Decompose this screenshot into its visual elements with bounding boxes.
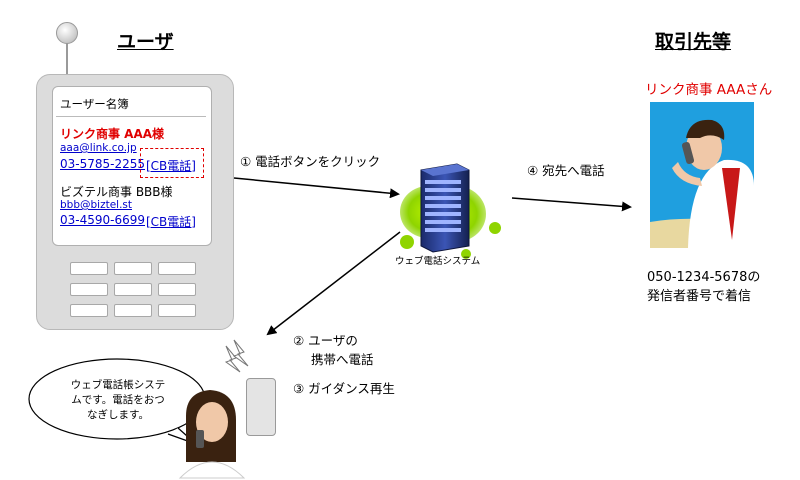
keypad-key bbox=[70, 262, 108, 275]
speech-bubble-line2: ムです。電話をおつ bbox=[71, 394, 165, 406]
signal-bolt-icon bbox=[224, 339, 249, 373]
callee-name: リンク商事 AAAさん bbox=[645, 82, 773, 98]
contact-1-tel-link[interactable]: 03-5785-2255 bbox=[60, 157, 146, 171]
woman-on-phone-icon bbox=[178, 390, 246, 479]
speech-bubble-line3: なぎします。 bbox=[87, 409, 149, 421]
phone-antenna bbox=[66, 40, 68, 80]
phonebook-title: ユーザー名簿 bbox=[60, 97, 129, 111]
speech-bubble-text: ウェブ電話帳システ ムです。電話をおつ なぎします。 bbox=[54, 378, 182, 423]
user-heading: ユーザ bbox=[117, 31, 174, 53]
arrow-server-to-callee bbox=[511, 197, 632, 212]
keypad-key bbox=[70, 304, 108, 317]
arrow-click-to-server bbox=[233, 177, 400, 199]
keypad-key bbox=[70, 283, 108, 296]
step-1-label: ① 電話ボタンをクリック bbox=[240, 154, 381, 169]
phonebook-divider bbox=[56, 116, 206, 117]
server-icon bbox=[400, 163, 501, 259]
contact-2-tel-link[interactable]: 03-4590-6699 bbox=[60, 213, 146, 227]
mobile-phone-icon bbox=[246, 378, 276, 436]
step-2-label-line1: ② ユーザの bbox=[293, 333, 358, 348]
phone-antenna-tip bbox=[56, 22, 78, 44]
callee-caption-line1: 050-1234-5678の bbox=[647, 270, 761, 285]
contact-2-email-link[interactable]: bbb@biztel.st bbox=[60, 199, 133, 211]
keypad-key bbox=[114, 283, 152, 296]
phone-screen bbox=[52, 86, 212, 246]
partner-heading: 取引先等 bbox=[655, 31, 732, 53]
keypad-key bbox=[158, 262, 196, 275]
callee-illustration bbox=[650, 102, 754, 248]
callee-caption-line2: 発信者番号で着信 bbox=[647, 289, 752, 304]
contact-1-name: リンク商事 AAA様 bbox=[60, 127, 165, 141]
keypad-key bbox=[158, 283, 196, 296]
contact-2-name: ビズテル商事 BBB様 bbox=[60, 185, 173, 199]
callee-caption: 050-1234-5678の 発信者番号で着信 bbox=[647, 268, 760, 306]
contact-1-cb-call-link[interactable]: [CB電話] bbox=[146, 159, 196, 173]
cb-call-highlight bbox=[140, 148, 204, 178]
contact-1-email-link[interactable]: aaa@link.co.jp bbox=[60, 142, 137, 154]
keypad-key bbox=[114, 304, 152, 317]
step-4-label: ④ 宛先へ電話 bbox=[527, 163, 605, 178]
speech-bubble-line1: ウェブ電話帳システ bbox=[70, 379, 166, 391]
contact-2-cb-call-link[interactable]: [CB電話] bbox=[146, 215, 196, 229]
keypad-key bbox=[114, 262, 152, 275]
step-3-label: ③ ガイダンス再生 bbox=[293, 381, 395, 396]
keypad-key bbox=[158, 304, 196, 317]
arrow-server-to-mobile bbox=[266, 231, 401, 336]
step-2-label-line2: 携帯へ電話 bbox=[311, 352, 374, 367]
server-label: ウェブ電話システム bbox=[395, 256, 481, 267]
